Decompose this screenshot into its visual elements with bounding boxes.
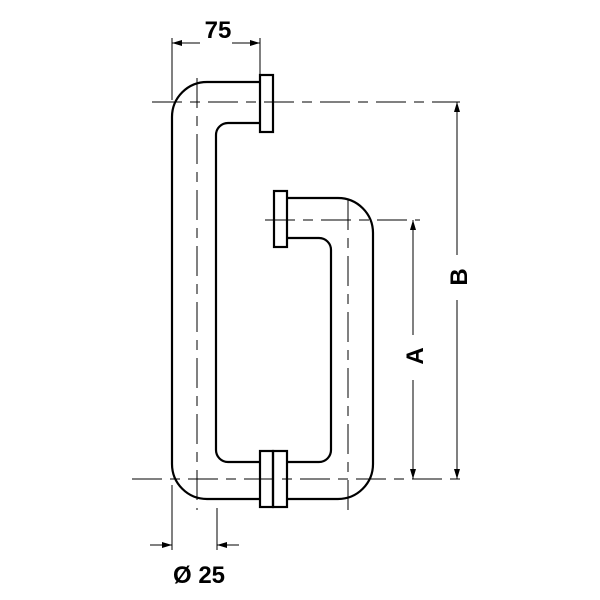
diameter-label: Ø 25: [173, 562, 225, 589]
right-handle-outline: [272, 189, 375, 501]
centerlines: [132, 78, 465, 510]
diameter-dimension: [150, 485, 239, 550]
left-handle-outline: [170, 73, 275, 501]
b-label: B: [446, 268, 473, 285]
width-dimension: [171, 38, 261, 100]
bottom-rosettes: [258, 449, 289, 509]
width-label: 75: [205, 17, 232, 44]
a-label: A: [402, 347, 429, 364]
